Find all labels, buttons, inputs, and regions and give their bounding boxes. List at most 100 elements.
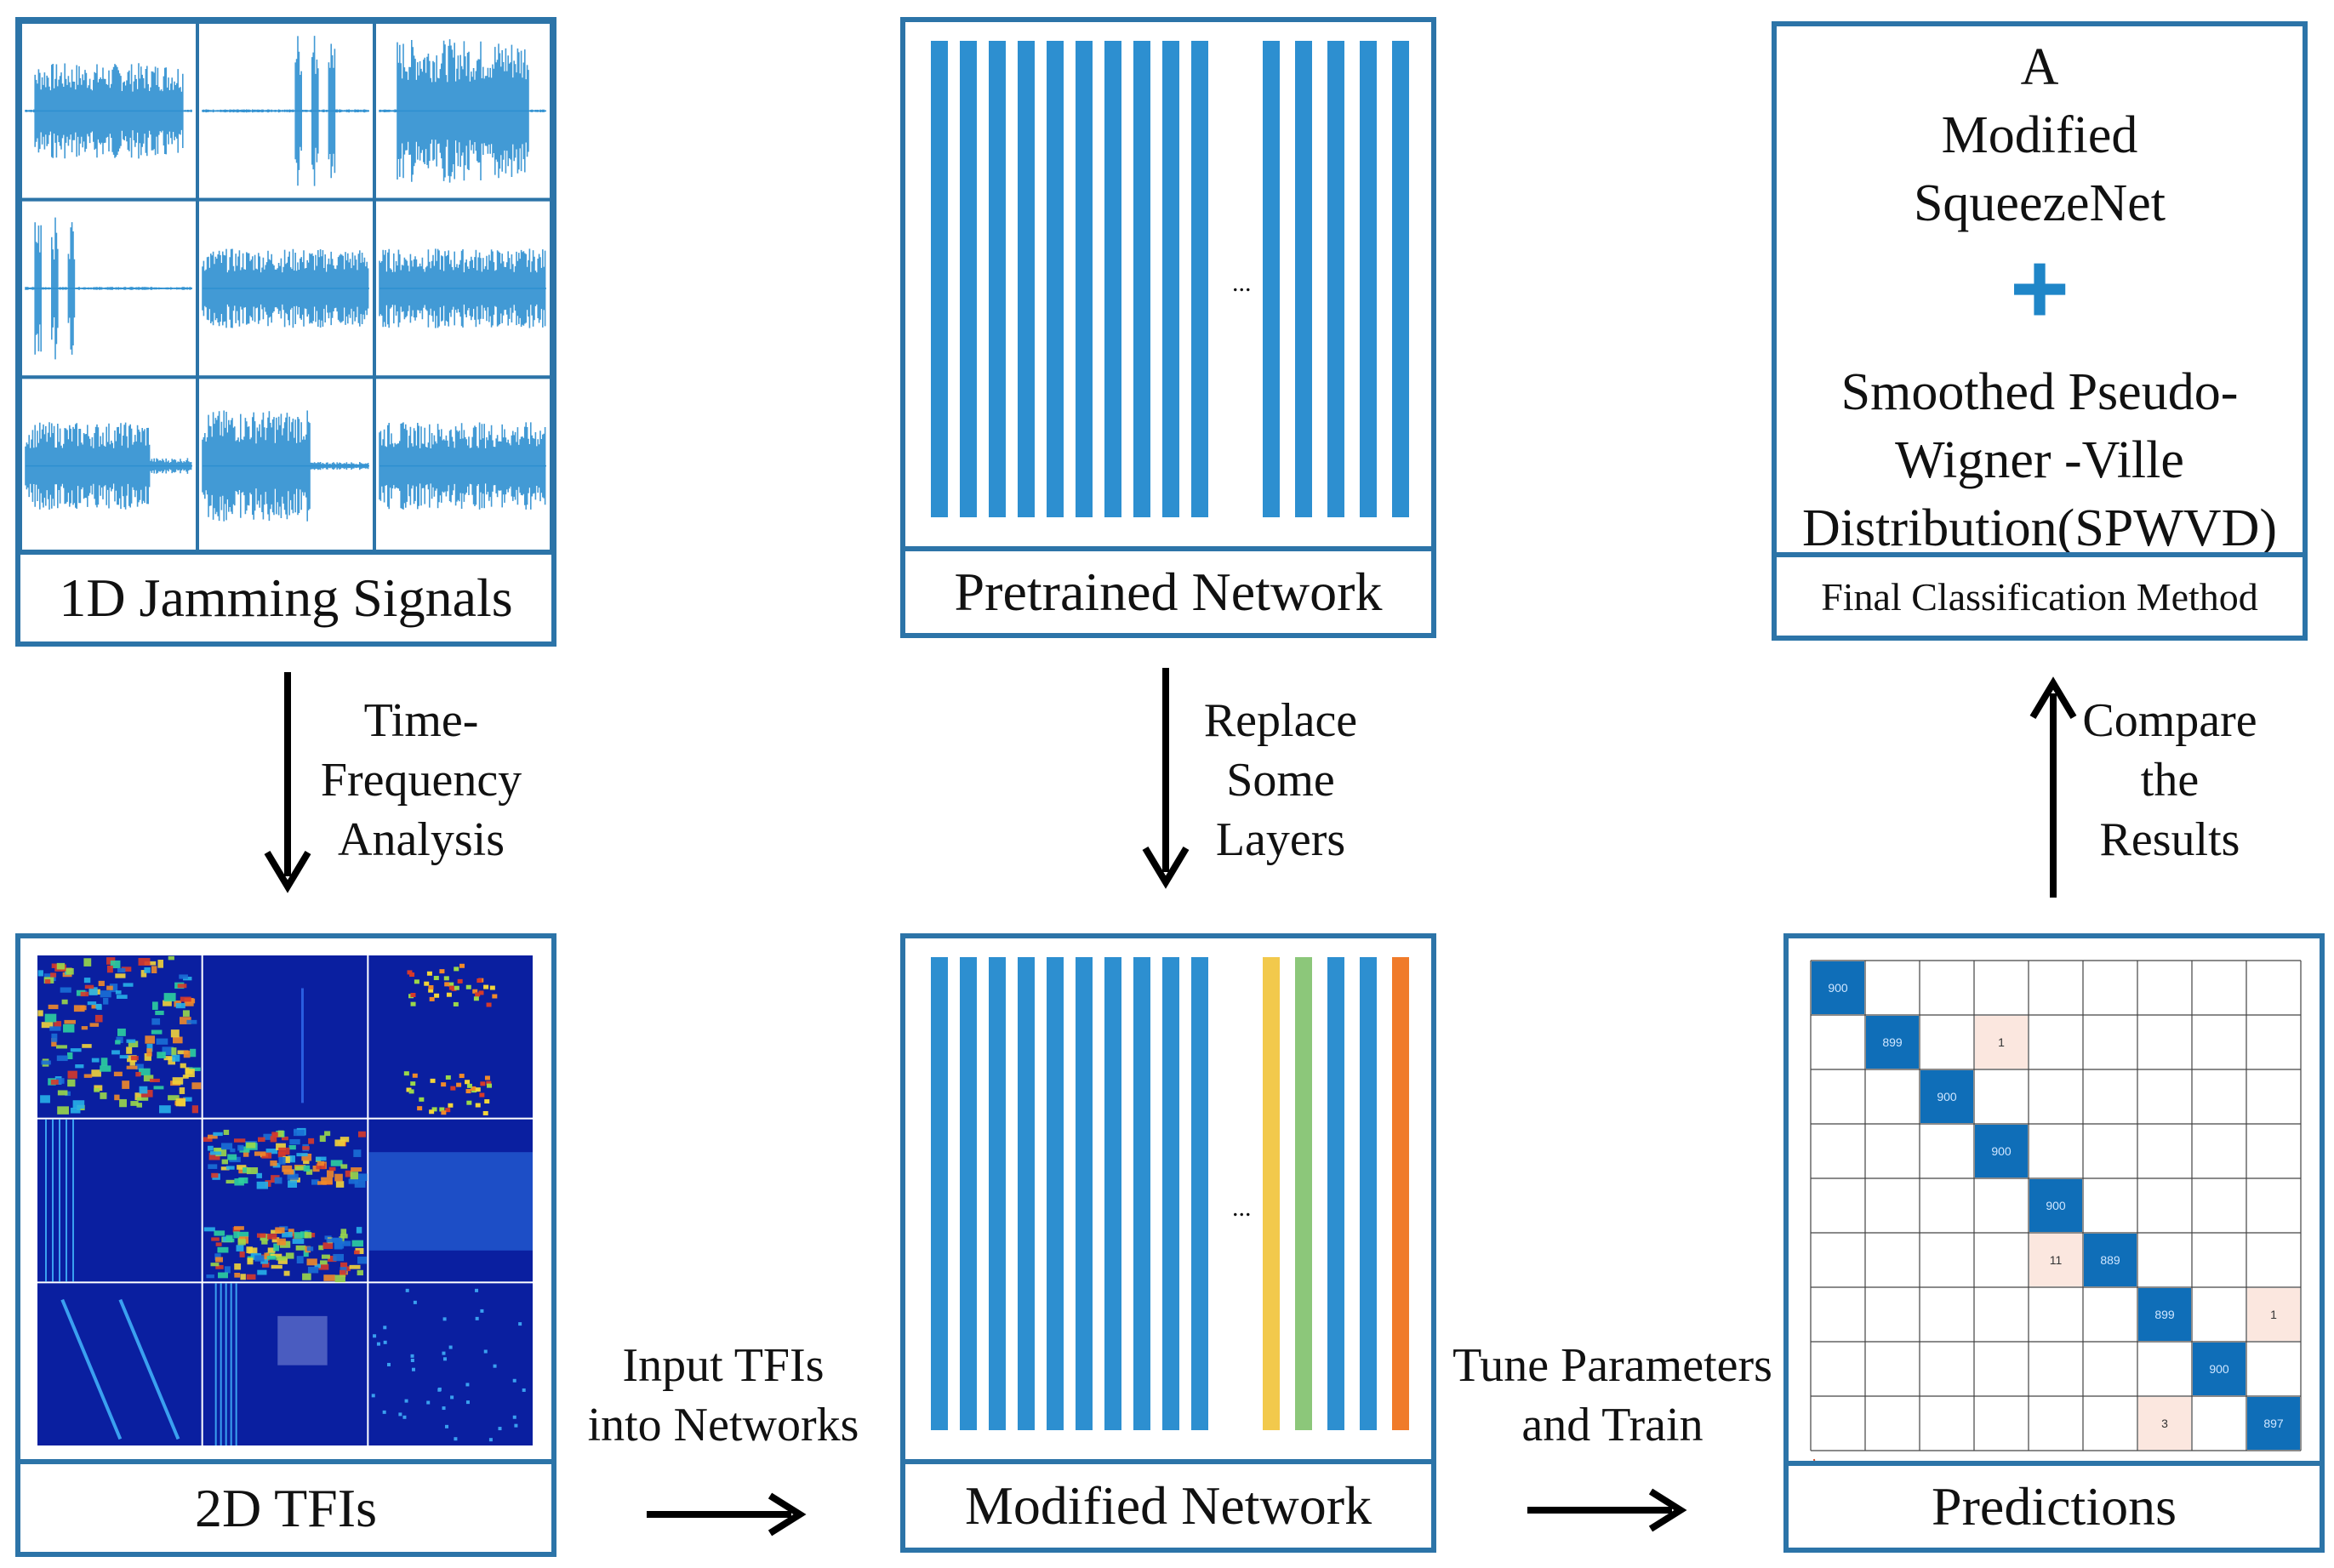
pretrained-network-panel: ... Pretrained Network — [900, 17, 1436, 638]
layer-bar — [1133, 41, 1150, 517]
step-compare-line1: Compare — [2063, 691, 2276, 750]
jamming-signals-label: 1D Jamming Signals — [20, 550, 551, 641]
layer-bar — [1104, 41, 1121, 517]
step-tfa-line1: Time- — [306, 691, 536, 750]
method-line-squeezenet: SqueezeNet — [1777, 169, 2303, 237]
tfi-cell — [37, 1283, 202, 1445]
layer-bar — [1360, 41, 1377, 517]
pretrained-ellipsis: ... — [1232, 269, 1252, 298]
layer-bar — [989, 957, 1006, 1430]
step-tfa-line3: Analysis — [306, 810, 536, 870]
final-method-panel: A Modified SqueezeNet + Smoothed Pseudo-… — [1772, 21, 2308, 641]
layer-bar — [1133, 957, 1150, 1430]
confusion-value: 1 — [1998, 1035, 2005, 1049]
tfi-cell — [368, 955, 533, 1118]
confusion-value: 900 — [1937, 1090, 1957, 1103]
waveform-cell — [374, 22, 551, 200]
layer-bar — [1047, 41, 1064, 517]
layer-bar — [1327, 41, 1344, 517]
arrow-input-tfis — [647, 1496, 800, 1533]
confusion-value: 897 — [2263, 1417, 2284, 1430]
layer-bar — [1047, 957, 1064, 1430]
layer-bar — [1076, 41, 1093, 517]
confusion-matrix: 90089990090090088989990089711113 — [1789, 938, 2320, 1466]
step-replace-line2: Some — [1174, 750, 1387, 810]
tfi-grid — [20, 938, 551, 1464]
method-line-spwvd-2: Wigner -Ville — [1777, 426, 2303, 494]
final-method-label-text: Final Classification Method — [1821, 574, 2258, 619]
confusion-value: 899 — [2154, 1308, 2175, 1321]
layer-bar — [931, 957, 948, 1430]
modified-network-label: Modified Network — [905, 1459, 1431, 1548]
tfi-cell — [203, 1283, 368, 1445]
method-line-a: A — [1777, 33, 2303, 101]
layer-bar — [1018, 41, 1035, 517]
step-compare-line3: Results — [2063, 810, 2276, 870]
tfi-cell — [37, 1120, 202, 1282]
final-method-body: A Modified SqueezeNet + Smoothed Pseudo-… — [1777, 26, 2303, 562]
waveform-cell — [197, 22, 374, 200]
step-tfa-line2: Frequency — [306, 750, 536, 810]
waveform-cell — [20, 22, 197, 200]
step-replace-line1: Replace — [1174, 691, 1387, 750]
tfi-panel: 2D TFIs — [15, 933, 556, 1557]
layer-bar — [1392, 41, 1409, 517]
layer-bar — [1263, 957, 1280, 1430]
layer-bar — [1162, 957, 1179, 1430]
modified-layer-bars — [905, 938, 1431, 1464]
layer-bar — [960, 41, 977, 517]
tfi-cell — [203, 955, 368, 1118]
tfi-cell — [368, 1283, 533, 1445]
waveform-cell — [374, 377, 551, 555]
final-method-label: Final Classification Method — [1777, 552, 2303, 636]
modified-network-panel: ... Modified Network — [900, 933, 1436, 1553]
waveform-grid — [20, 22, 551, 555]
predictions-label-text: Predictions — [1932, 1475, 2177, 1538]
confusion-value: 900 — [1991, 1144, 2012, 1158]
predictions-body: 90089990090090088989990089711113 — [1789, 938, 2320, 1466]
layer-bar — [1162, 41, 1179, 517]
waveform-cell — [197, 200, 374, 378]
layer-bar — [1360, 957, 1377, 1430]
layer-bar — [960, 957, 977, 1430]
method-line-spwvd-1: Smoothed Pseudo- — [1777, 358, 2303, 426]
waveform-cell — [197, 377, 374, 555]
layer-bar — [1018, 957, 1035, 1430]
pretrained-network-label-text: Pretrained Network — [955, 561, 1383, 624]
jamming-signals-grid — [20, 22, 551, 555]
confusion-value: 900 — [2209, 1362, 2229, 1376]
pretrained-network-layers: ... — [905, 22, 1431, 551]
jamming-signals-panel: 1D Jamming Signals — [15, 17, 556, 647]
step-tune-line2: and Train — [1438, 1395, 1787, 1455]
modified-network-label-text: Modified Network — [965, 1474, 1372, 1537]
modified-network-layers: ... — [905, 938, 1431, 1464]
layer-bar — [989, 41, 1006, 517]
jamming-signals-label-text: 1D Jamming Signals — [59, 567, 512, 630]
step-replace-layers: Replace Some Layers — [1174, 691, 1387, 870]
pretrained-layer-bars — [905, 22, 1431, 551]
waveform-cell — [20, 377, 197, 555]
layer-bar — [1191, 957, 1208, 1430]
confusion-value: 899 — [1882, 1035, 1903, 1049]
waveform-cell — [374, 200, 551, 378]
method-line-modified: Modified — [1777, 101, 2303, 169]
tfi-label: 2D TFIs — [20, 1459, 551, 1552]
layer-bar — [1392, 957, 1409, 1430]
layer-bar — [1295, 957, 1312, 1430]
step-time-frequency: Time- Frequency Analysis — [306, 691, 536, 870]
predictions-label: Predictions — [1789, 1461, 2320, 1548]
layer-bar — [1327, 957, 1344, 1430]
layer-bar — [1076, 957, 1093, 1430]
tfi-cell — [37, 955, 202, 1118]
confusion-value: 11 — [2050, 1253, 2063, 1267]
step-input-tfis: Input TFIs into Networks — [570, 1336, 876, 1455]
tfi-label-text: 2D TFIs — [195, 1477, 377, 1540]
layer-bar — [1295, 41, 1312, 517]
tfi-image-grid — [20, 938, 551, 1464]
plus-icon: + — [1777, 237, 2303, 339]
layer-bar — [1263, 41, 1280, 517]
step-tune-line1: Tune Parameters — [1438, 1336, 1787, 1395]
step-tune-train: Tune Parameters and Train — [1438, 1336, 1787, 1455]
step-compare-results: Compare the Results — [2063, 691, 2276, 870]
confusion-value: 3 — [2161, 1417, 2168, 1430]
